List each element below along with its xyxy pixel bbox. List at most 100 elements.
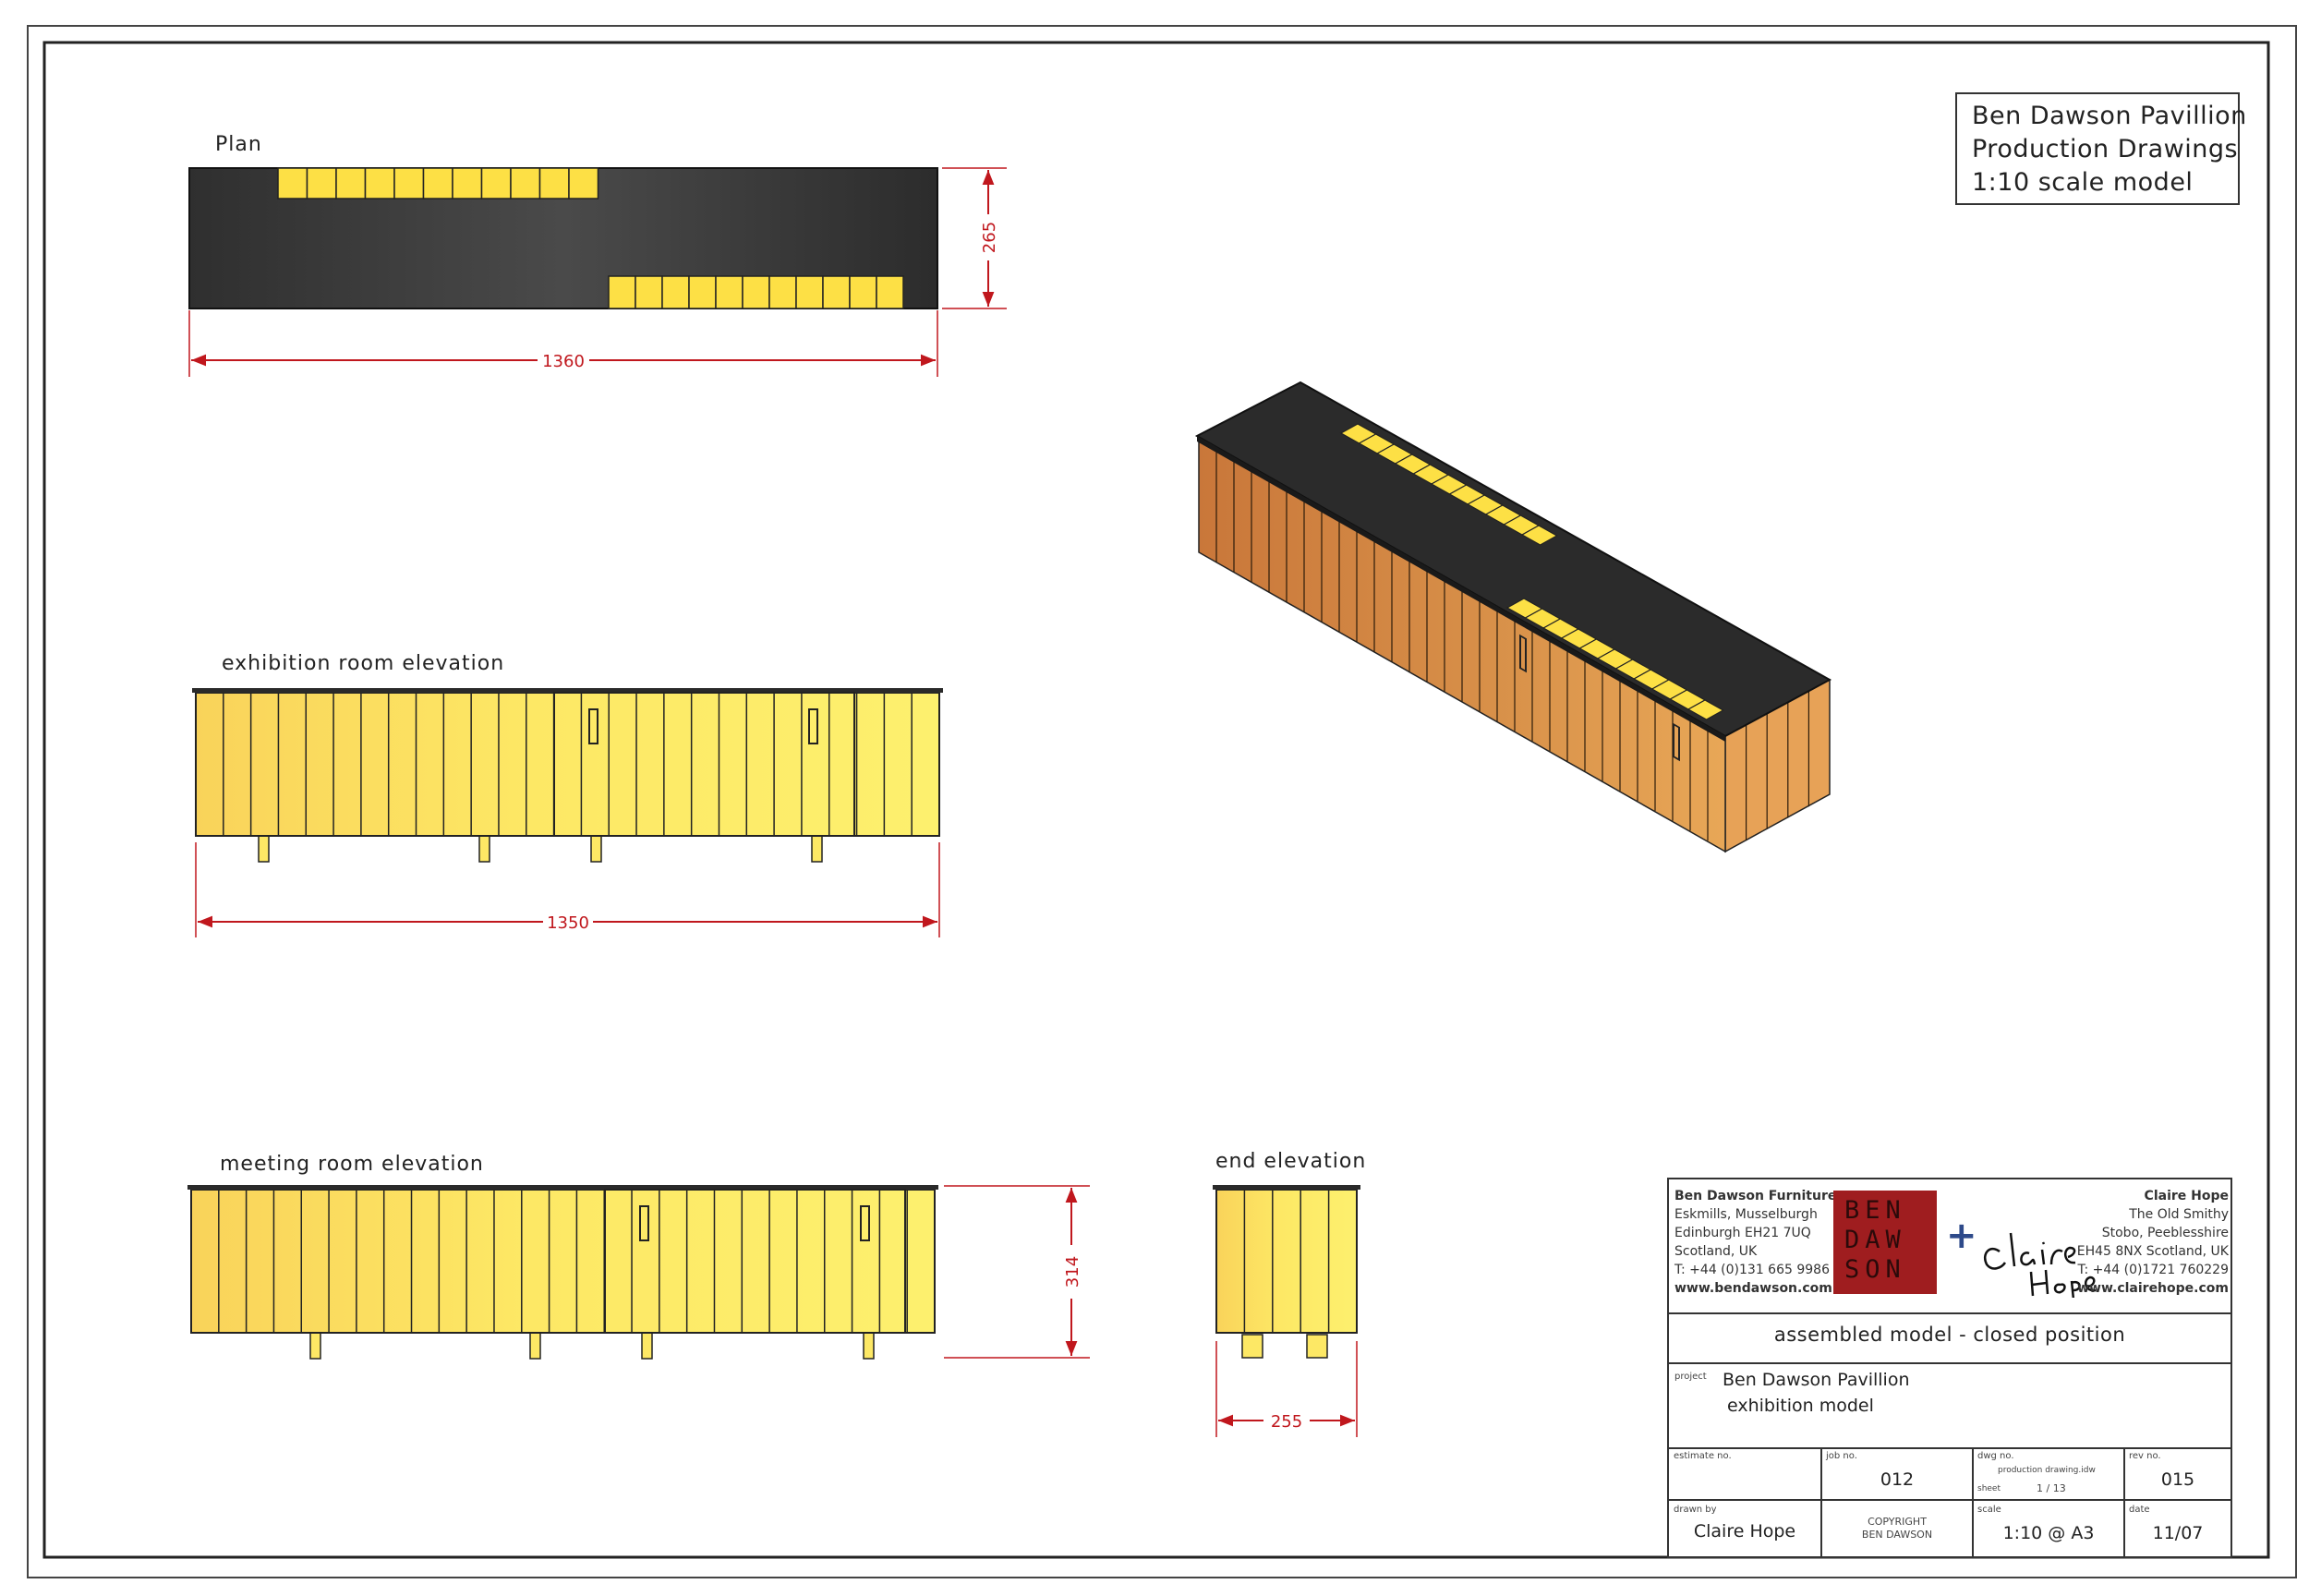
skylight-pane (715, 275, 743, 309)
iso-skylight-pane (1520, 525, 1558, 546)
skylight-pane (393, 167, 425, 200)
iso-roof-edge (1197, 436, 1725, 742)
drawing-title-box: Ben Dawson Pavillion Production Drawings… (1955, 92, 2247, 205)
scale-value: 1:10 @ A3 (2002, 1523, 2095, 1543)
skylight-pane (688, 275, 717, 309)
plan-skylight-upper (277, 167, 599, 200)
end-boards (1243, 1190, 1330, 1333)
copyright-line-1: COPYRIGHT (1868, 1516, 1927, 1528)
date-value: 11/07 (2152, 1523, 2204, 1543)
plus-sign: + (1946, 1215, 1977, 1257)
company-right-web: www.clairehope.com (2077, 1281, 2229, 1296)
meeting-height-label: 314 (1063, 1256, 1082, 1288)
support-leg (529, 1332, 541, 1360)
scale-label: scale (1977, 1505, 2001, 1515)
company-right-line: T: +44 (0)1721 760229 (2077, 1263, 2229, 1277)
support-leg (641, 1332, 653, 1360)
support-leg (590, 835, 602, 863)
grid-divider-3 (2123, 1447, 2125, 1556)
support-leg (863, 1332, 875, 1360)
iso-handle-1 (1519, 634, 1527, 673)
skylight-pane (849, 275, 877, 309)
skylight-pane (742, 275, 770, 309)
exhibition-width-label: 1350 (547, 913, 589, 933)
support-leg (309, 1332, 321, 1360)
dwg-label: dwg no. (1977, 1451, 2014, 1461)
drawn-label: drawn by (1674, 1505, 1717, 1515)
date-label: date (2129, 1505, 2150, 1515)
support-leg (478, 835, 490, 863)
end-leg-2 (1306, 1334, 1328, 1359)
plan-title: Plan (215, 133, 262, 156)
meeting-cladding (190, 1189, 936, 1334)
skylight-pane (795, 275, 824, 309)
iso-end-boards (1745, 691, 1810, 840)
drawing-title-line-3: 1:10 scale model (1972, 168, 2194, 197)
project-label: project (1674, 1372, 1707, 1382)
company-left-line: Edinburgh EH21 7UQ (1674, 1226, 1811, 1240)
end-elevation (1213, 1185, 1360, 1359)
meeting-dimension-height: 314 (944, 1185, 1090, 1359)
skylight-pane (335, 167, 367, 200)
plan-skylight-lower (608, 275, 904, 309)
inner-border (42, 41, 2270, 1559)
grid-divider-1 (1820, 1447, 1822, 1556)
skylight-pane (510, 167, 541, 200)
exhibition-cladding (195, 692, 940, 837)
exhibition-elevation (192, 688, 943, 863)
end-roof-line (1213, 1185, 1360, 1190)
iso-skylight-pane (1686, 699, 1724, 720)
rev-value: 015 (2160, 1469, 2195, 1490)
company-left-web: www.bendawson.com (1674, 1281, 1832, 1296)
exhibition-boards (223, 693, 913, 836)
company-left-line: Eskmills, Musselburgh (1674, 1207, 1818, 1222)
skylight-pane (635, 275, 663, 309)
ben-dawson-logo: BEN DAW SON (1833, 1191, 1937, 1294)
skylight-pane (568, 167, 599, 200)
skylight-pane (876, 275, 904, 309)
company-left-name: Ben Dawson Furniture (1674, 1189, 1837, 1203)
exhibition-handle-1 (588, 708, 598, 744)
support-leg (811, 835, 823, 863)
exhibition-legs (258, 835, 823, 863)
skylight-pane (822, 275, 851, 309)
end-leg-1 (1241, 1334, 1263, 1359)
rev-label: rev no. (2129, 1451, 2161, 1461)
skylight-pane (364, 167, 395, 200)
plan-dimension-depth: 265 (942, 167, 1007, 309)
logo-letters-2: DAW (1844, 1226, 1906, 1254)
company-right-line: Stobo, Peeblesshire (2101, 1226, 2229, 1240)
skylight-pane (306, 167, 337, 200)
dwg-file: production drawing.idw (1998, 1466, 2096, 1475)
isometric-view (1194, 381, 1832, 853)
end-elevation-title: end elevation (1215, 1150, 1367, 1173)
support-leg (258, 835, 270, 863)
plan-width-label: 1360 (542, 352, 585, 371)
skylight-pane (480, 167, 512, 200)
drawing-title-line-1: Ben Dawson Pavillion (1972, 102, 2247, 130)
skylight-pane (661, 275, 690, 309)
exhibition-dimension-width: 1350 (195, 842, 940, 937)
estimate-label: estimate no. (1674, 1451, 1732, 1461)
logo-letters-1: BEN (1844, 1196, 1906, 1225)
sheet-value: 1 / 13 (2037, 1482, 2066, 1494)
meeting-elevation-title: meeting room elevation (220, 1153, 484, 1176)
skylight-pane (538, 167, 570, 200)
job-value: 012 (1880, 1469, 1915, 1490)
company-left-line: T: +44 (0)131 665 9986 (1674, 1263, 1830, 1277)
company-left-line: Scotland, UK (1674, 1244, 1758, 1259)
end-width-label: 255 (1271, 1412, 1302, 1432)
outer-border (27, 25, 2297, 1578)
meeting-handle-1 (639, 1205, 649, 1241)
skylight-pane (608, 275, 636, 309)
project-subtitle: exhibition model (1727, 1396, 1874, 1416)
skylight-pane (452, 167, 483, 200)
exhibition-handle-2 (808, 708, 818, 744)
plan-depth-label: 265 (980, 222, 999, 253)
exhibition-elevation-title: exhibition room elevation (222, 652, 505, 675)
company-right-line: EH45 8NX Scotland, UK (2076, 1244, 2229, 1259)
exhibition-door-panel (553, 692, 855, 837)
sheet-label: sheet (1977, 1484, 2001, 1493)
skylight-pane (277, 167, 308, 200)
